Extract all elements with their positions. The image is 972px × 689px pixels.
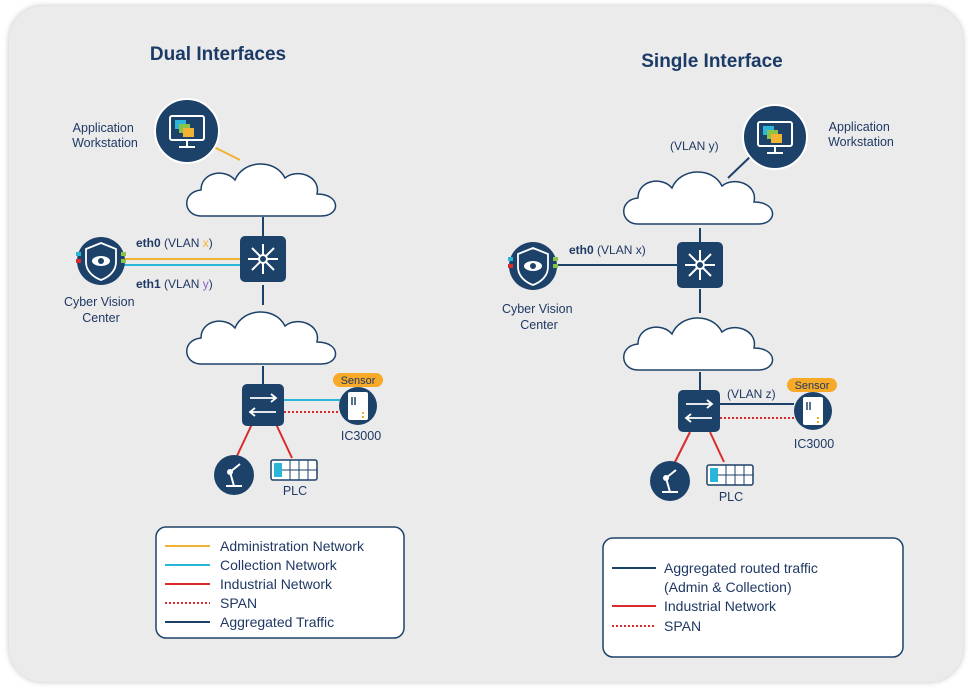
plc-icon — [706, 464, 754, 486]
single-robot-node — [650, 461, 690, 501]
single-cyber-vision-label: Cyber Vision Center — [502, 302, 576, 332]
plc-icon — [270, 459, 318, 481]
legend-item: Industrial Network — [220, 576, 333, 592]
single-cloud-bottom — [622, 317, 774, 371]
legend-item: Administration Network — [220, 538, 365, 554]
legend-item: Industrial Network — [664, 598, 777, 614]
dual-cloud-bottom — [185, 311, 337, 365]
single-access-switch — [678, 390, 720, 432]
single-industrial-link-robot — [673, 431, 691, 465]
legend-item: Aggregated routed traffic — [664, 560, 818, 576]
dual-plc-label: PLC — [283, 484, 307, 498]
monitor-icon — [169, 115, 205, 148]
single-cloud-top — [622, 171, 774, 225]
access-switch-icon — [248, 393, 278, 417]
ic3000-icon — [348, 392, 368, 420]
dual-app-workstation-label: Application Workstation — [72, 121, 138, 150]
robot-arm-icon — [662, 469, 678, 493]
single-ic3000-label: IC3000 — [794, 437, 834, 451]
single-app-workstation-label: Application Workstation — [828, 120, 894, 149]
single-title: Single Interface — [641, 51, 783, 72]
dual-sensor-node: Sensor — [333, 373, 383, 425]
switch-icon — [248, 244, 278, 274]
dual-legend: Administration Network Collection Networ… — [155, 526, 405, 639]
single-app-workstation-node — [742, 104, 808, 170]
dual-industrial-link-robot — [235, 423, 253, 459]
single-vlan-z-label: (VLAN z) — [727, 387, 776, 401]
robot-arm-icon — [226, 463, 242, 487]
single-cyber-vision-node — [508, 242, 558, 290]
cyber-vision-shield-icon — [85, 242, 117, 281]
sensor-badge-label: Sensor — [341, 375, 376, 387]
access-switch-icon — [684, 399, 714, 423]
monitor-icon — [757, 121, 793, 154]
cyber-vision-shield-icon — [517, 247, 549, 286]
dual-eth0-label: eth0 (VLAN x) — [136, 236, 213, 250]
single-plc-node — [706, 464, 754, 486]
dual-robot-node — [214, 455, 254, 495]
dual-core-switch — [240, 236, 286, 282]
dual-title: Dual Interfaces — [150, 44, 286, 65]
single-core-switch — [677, 242, 723, 288]
single-link-workstation-cloud — [727, 154, 753, 179]
single-sensor-node: Sensor — [787, 378, 837, 430]
dual-cyber-vision-label: Cyber Vision Center — [64, 295, 138, 325]
single-eth0-label: eth0 (VLAN x) — [569, 243, 646, 257]
legend-item: Aggregated Traffic — [220, 614, 334, 630]
sensor-badge — [333, 373, 383, 387]
dual-cloud-top — [185, 163, 337, 217]
dual-app-workstation-node — [154, 98, 220, 164]
single-legend: Aggregated routed traffic (Admin & Colle… — [602, 537, 904, 658]
dual-cyber-vision-node — [76, 237, 126, 285]
dual-plc-node — [270, 459, 318, 481]
switch-icon — [685, 250, 715, 280]
single-industrial-link-plc — [709, 431, 725, 463]
legend-item: (Admin & Collection) — [664, 579, 792, 595]
sensor-badge-label: Sensor — [795, 380, 830, 392]
legend-item: Collection Network — [220, 557, 338, 573]
dual-industrial-link-plc — [275, 423, 293, 459]
dual-access-switch — [242, 384, 284, 426]
single-vlan-y-label: (VLAN y) — [670, 139, 719, 153]
ic3000-icon — [803, 397, 823, 425]
legend-item: SPAN — [220, 595, 257, 611]
dual-eth1-label: eth1 (VLAN y) — [136, 277, 213, 291]
sensor-badge — [787, 378, 837, 392]
dual-ic3000-label: IC3000 — [341, 429, 381, 443]
single-plc-label: PLC — [719, 490, 743, 504]
legend-item: SPAN — [664, 618, 701, 634]
